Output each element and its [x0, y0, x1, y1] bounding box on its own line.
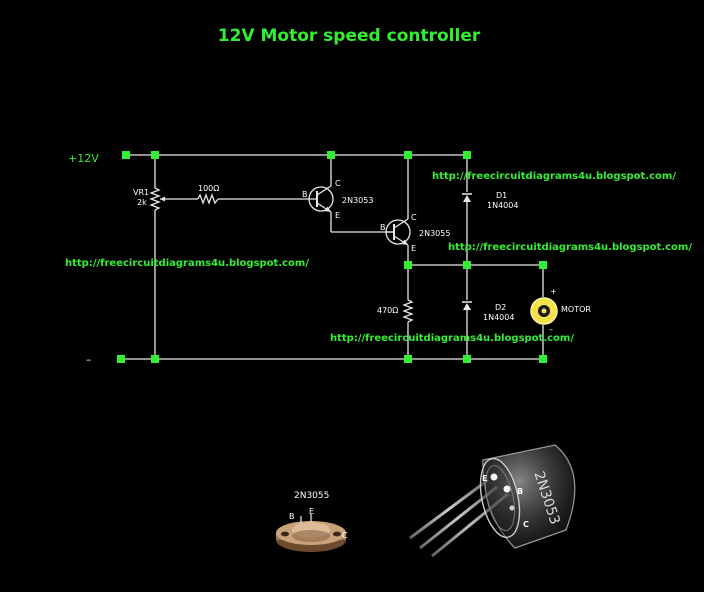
package-2n3055-emitter-pin: E	[309, 507, 315, 516]
motor-label: MOTOR	[561, 305, 591, 314]
q1-base-pin-label: B	[302, 190, 308, 199]
package-2n3053-collector-pin: C	[523, 520, 529, 529]
q1-emitter-pin-label: E	[335, 211, 341, 220]
watermark-url[interactable]: http://freecircuitdiagrams4u.blogspot.co…	[432, 171, 676, 182]
q2-base-pin-label: B	[380, 223, 386, 232]
negative-rail-label: –	[86, 353, 92, 366]
d2-ref-label: D2	[495, 303, 507, 312]
motor-symbol	[530, 297, 558, 325]
package-2n3055-collector-pin: C	[342, 531, 348, 540]
package-2n3053-drawing	[409, 444, 576, 558]
wires	[121, 154, 544, 360]
q2-part-label: 2N3055	[419, 229, 451, 238]
q1-collector-pin-label: C	[335, 179, 341, 188]
r2-resistor	[402, 299, 414, 323]
q1-transistor-symbol	[308, 185, 334, 213]
d2-part-label: 1N4004	[483, 313, 515, 322]
r2-value-label: 470Ω	[377, 306, 399, 315]
d1-diode-symbol	[462, 193, 472, 202]
diagram-title: 12V Motor speed controller	[217, 26, 481, 46]
positive-rail-label: +12V	[68, 152, 99, 165]
package-2n3055-drawing	[276, 514, 346, 552]
watermark-url[interactable]: http://freecircuitdiagrams4u.blogspot.co…	[330, 333, 574, 344]
r1-resistor	[197, 193, 219, 205]
vr1-potentiometer	[149, 187, 165, 211]
q2-transistor-symbol	[385, 218, 411, 246]
d2-diode-symbol	[462, 301, 472, 310]
watermark-url[interactable]: http://freecircuitdiagrams4u.blogspot.co…	[65, 258, 309, 269]
q1-part-label: 2N3053	[342, 196, 374, 205]
package-2n3053-emitter-pin: E	[482, 474, 488, 483]
d1-ref-label: D1	[496, 191, 508, 200]
q2-collector-pin-label: C	[411, 213, 417, 222]
q2-emitter-pin-label: E	[411, 244, 417, 253]
watermark-url[interactable]: http://freecircuitdiagrams4u.blogspot.co…	[448, 242, 692, 253]
d1-part-label: 1N4004	[487, 201, 519, 210]
node-markers	[117, 151, 547, 363]
vr1-value-label: 2k	[137, 198, 147, 207]
motor-plus-label: +	[550, 287, 557, 296]
motor-minus-label: –	[549, 325, 553, 334]
package-2n3053-base-pin: B	[517, 487, 524, 496]
vr1-ref-label: VR1	[133, 188, 150, 197]
r1-value-label: 100Ω	[198, 184, 220, 193]
package-2n3055-title: 2N3055	[294, 491, 330, 501]
package-2n3055-base-pin: B	[289, 512, 295, 521]
